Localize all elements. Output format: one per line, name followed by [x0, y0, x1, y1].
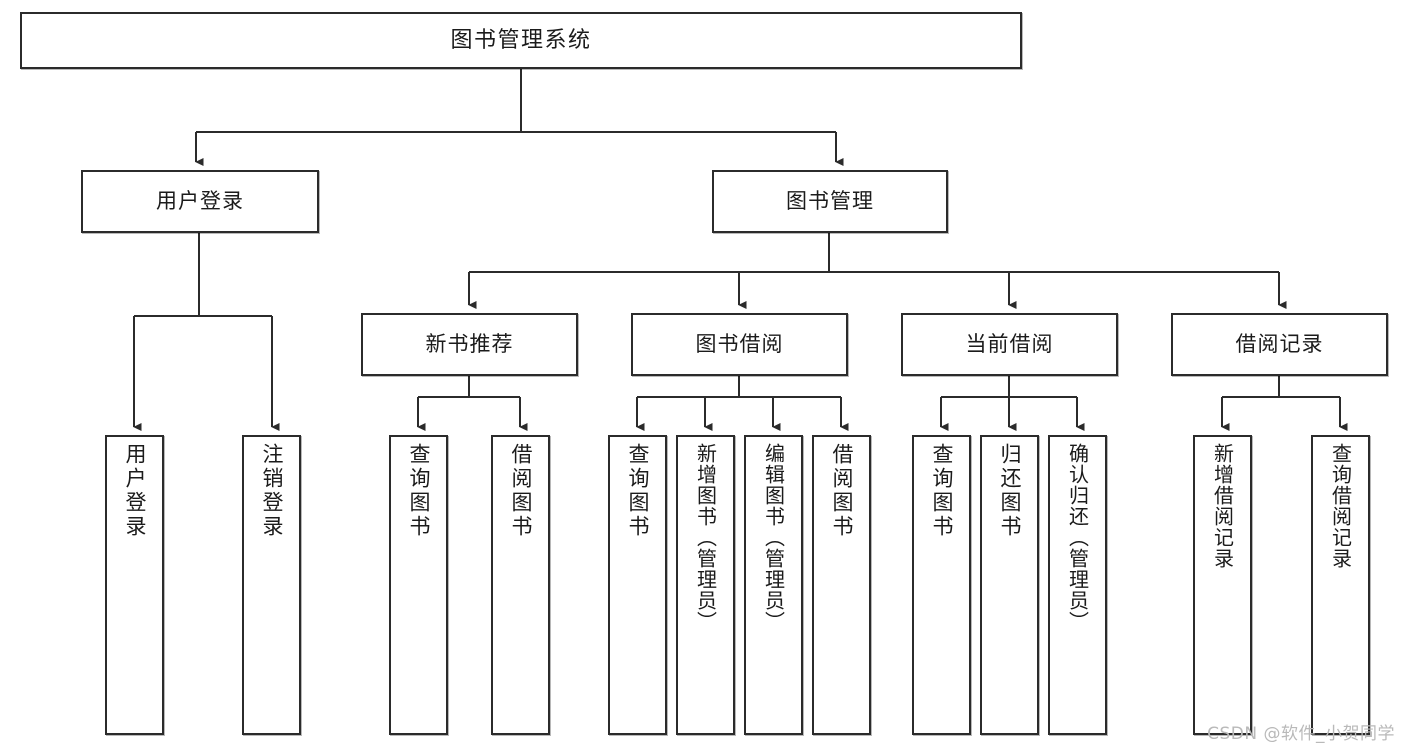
node-leaf-logout-login[interactable]: 注销登录 — [242, 435, 301, 735]
node-leaf-add-book-admin[interactable]: 新增图书（管理员） — [676, 435, 735, 735]
node-leaf-confirm-return-admin-label: 确认归还（管理员） — [1065, 443, 1090, 632]
node-leaf-logout-login-label: 注销登录 — [260, 443, 284, 539]
node-user-login-label: 用户登录 — [156, 189, 244, 214]
node-leaf-return-books[interactable]: 归还图书 — [980, 435, 1039, 735]
node-leaf-add-borrow-record[interactable]: 新增借阅记录 — [1193, 435, 1252, 735]
node-current-borrow[interactable]: 当前借阅 — [901, 313, 1118, 376]
node-leaf-query-borrow-record-label: 查询借阅记录 — [1328, 443, 1353, 569]
node-leaf-borrow-books-2-label: 借阅图书 — [830, 443, 854, 539]
node-current-borrow-label: 当前借阅 — [965, 332, 1054, 357]
node-leaf-confirm-return-admin[interactable]: 确认归还（管理员） — [1048, 435, 1107, 735]
node-leaf-query-books-3[interactable]: 查询图书 — [912, 435, 971, 735]
node-leaf-query-books-1[interactable]: 查询图书 — [389, 435, 448, 735]
node-root[interactable]: 图书管理系统 — [20, 12, 1022, 69]
node-leaf-query-books-2-label: 查询图书 — [626, 443, 650, 539]
node-leaf-add-book-admin-label: 新增图书（管理员） — [693, 443, 718, 632]
node-book-manage[interactable]: 图书管理 — [712, 170, 948, 233]
node-leaf-add-borrow-record-label: 新增借阅记录 — [1210, 443, 1235, 569]
node-new-book-recommend[interactable]: 新书推荐 — [361, 313, 578, 376]
node-new-book-recommend-label: 新书推荐 — [425, 332, 514, 357]
node-borrow-record[interactable]: 借阅记录 — [1171, 313, 1388, 376]
node-leaf-return-books-label: 归还图书 — [998, 443, 1022, 539]
node-leaf-user-login-label: 用户登录 — [123, 443, 147, 539]
node-leaf-borrow-books-1-label: 借阅图书 — [509, 443, 533, 539]
node-root-label: 图书管理系统 — [450, 27, 592, 53]
node-leaf-edit-book-admin[interactable]: 编辑图书（管理员） — [744, 435, 803, 735]
node-leaf-user-login[interactable]: 用户登录 — [105, 435, 164, 735]
node-leaf-edit-book-admin-label: 编辑图书（管理员） — [761, 443, 786, 632]
node-book-borrow[interactable]: 图书借阅 — [631, 313, 848, 376]
node-user-login[interactable]: 用户登录 — [81, 170, 319, 233]
node-leaf-query-books-1-label: 查询图书 — [407, 443, 431, 539]
node-book-borrow-label: 图书借阅 — [695, 332, 784, 357]
node-leaf-query-books-3-label: 查询图书 — [930, 443, 954, 539]
node-leaf-query-borrow-record[interactable]: 查询借阅记录 — [1311, 435, 1370, 735]
node-leaf-query-books-2[interactable]: 查询图书 — [608, 435, 667, 735]
node-leaf-borrow-books-2[interactable]: 借阅图书 — [812, 435, 871, 735]
node-book-manage-label: 图书管理 — [786, 189, 874, 214]
node-borrow-record-label: 借阅记录 — [1235, 332, 1324, 357]
node-leaf-borrow-books-1[interactable]: 借阅图书 — [491, 435, 550, 735]
